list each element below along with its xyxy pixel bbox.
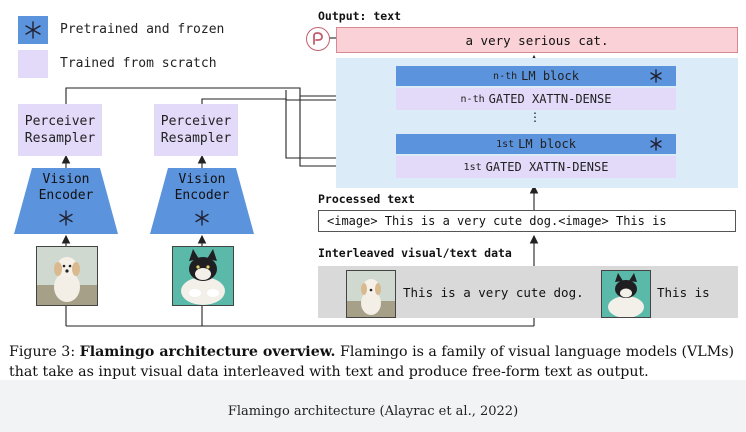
nth-gated-xattn-block: n-th GATED XATTN-DENSE	[396, 88, 676, 110]
footer-credit: Flamingo architecture (Alayrac et al., 2…	[227, 404, 519, 419]
first-lm-label: LM block	[518, 137, 576, 151]
processed-text-box: <image> This is a very cute dog.<image> …	[318, 210, 736, 232]
vision-encoder-2-label: Vision Encoder	[174, 172, 230, 203]
perceiver-resampler-1: Perceiver Resampler	[18, 104, 102, 156]
flamingo-diagram: Pretrained and frozen Trained from scrat…	[14, 9, 738, 327]
vision-encoder-1	[14, 168, 118, 234]
interleaved-text-1: This is a very cute dog.	[403, 285, 584, 300]
caption-body: Flamingo is a family of visual language …	[9, 344, 735, 380]
legend-scratch-label: Trained from scratch	[60, 56, 217, 71]
output-heading: Output: text	[318, 9, 402, 23]
snowflake-icon	[650, 69, 662, 83]
figure-caption: Figure 3: Flamingo architecture overview…	[9, 342, 739, 382]
legend-frozen-label: Pretrained and frozen	[60, 22, 225, 37]
perceiver-resampler-2: Perceiver Resampler	[154, 104, 238, 156]
vision-encoder-1-label: Vision Encoder	[38, 172, 94, 203]
snowflake-icon	[195, 210, 209, 226]
caption-title: Flamingo architecture overview.	[79, 344, 336, 360]
snowflake-icon	[650, 137, 662, 151]
dog-image-small	[346, 270, 396, 318]
interleaved-heading: Interleaved visual/text data	[318, 246, 512, 260]
first-lm-block: 1st LM block	[396, 134, 676, 154]
legend-scratch-swatch	[18, 50, 48, 78]
cat-image-small	[601, 270, 651, 318]
processed-heading: Processed text	[318, 192, 415, 206]
output-text-box: a very serious cat.	[336, 27, 738, 53]
stack-ellipsis: ⋮	[529, 110, 541, 124]
snowflake-icon	[59, 210, 73, 226]
first-gated-xattn-block: 1st GATED XATTN-DENSE	[396, 156, 676, 178]
nth-lm-block: n-th LM block	[396, 66, 676, 86]
footer-bar: Flamingo architecture (Alayrac et al., 2…	[0, 380, 746, 432]
vision-encoder-2	[150, 168, 254, 234]
nth-lm-prefix: n-th	[493, 70, 518, 82]
cat-image	[172, 246, 234, 306]
nth-lm-label: LM block	[521, 69, 579, 83]
dog-image	[36, 246, 98, 306]
first-gated-prefix: 1st	[463, 161, 482, 173]
first-gated-label: GATED XATTN-DENSE	[485, 160, 609, 174]
flamingo-logo-icon	[306, 27, 330, 51]
caption-prefix: Figure 3:	[9, 344, 76, 360]
interleaved-text-2: This is	[657, 285, 710, 300]
legend-frozen-swatch	[18, 16, 48, 44]
nth-gated-prefix: n-th	[460, 93, 485, 105]
nth-gated-label: GATED XATTN-DENSE	[488, 92, 612, 106]
first-lm-prefix: 1st	[496, 138, 515, 150]
snowflake-icon	[25, 21, 41, 39]
